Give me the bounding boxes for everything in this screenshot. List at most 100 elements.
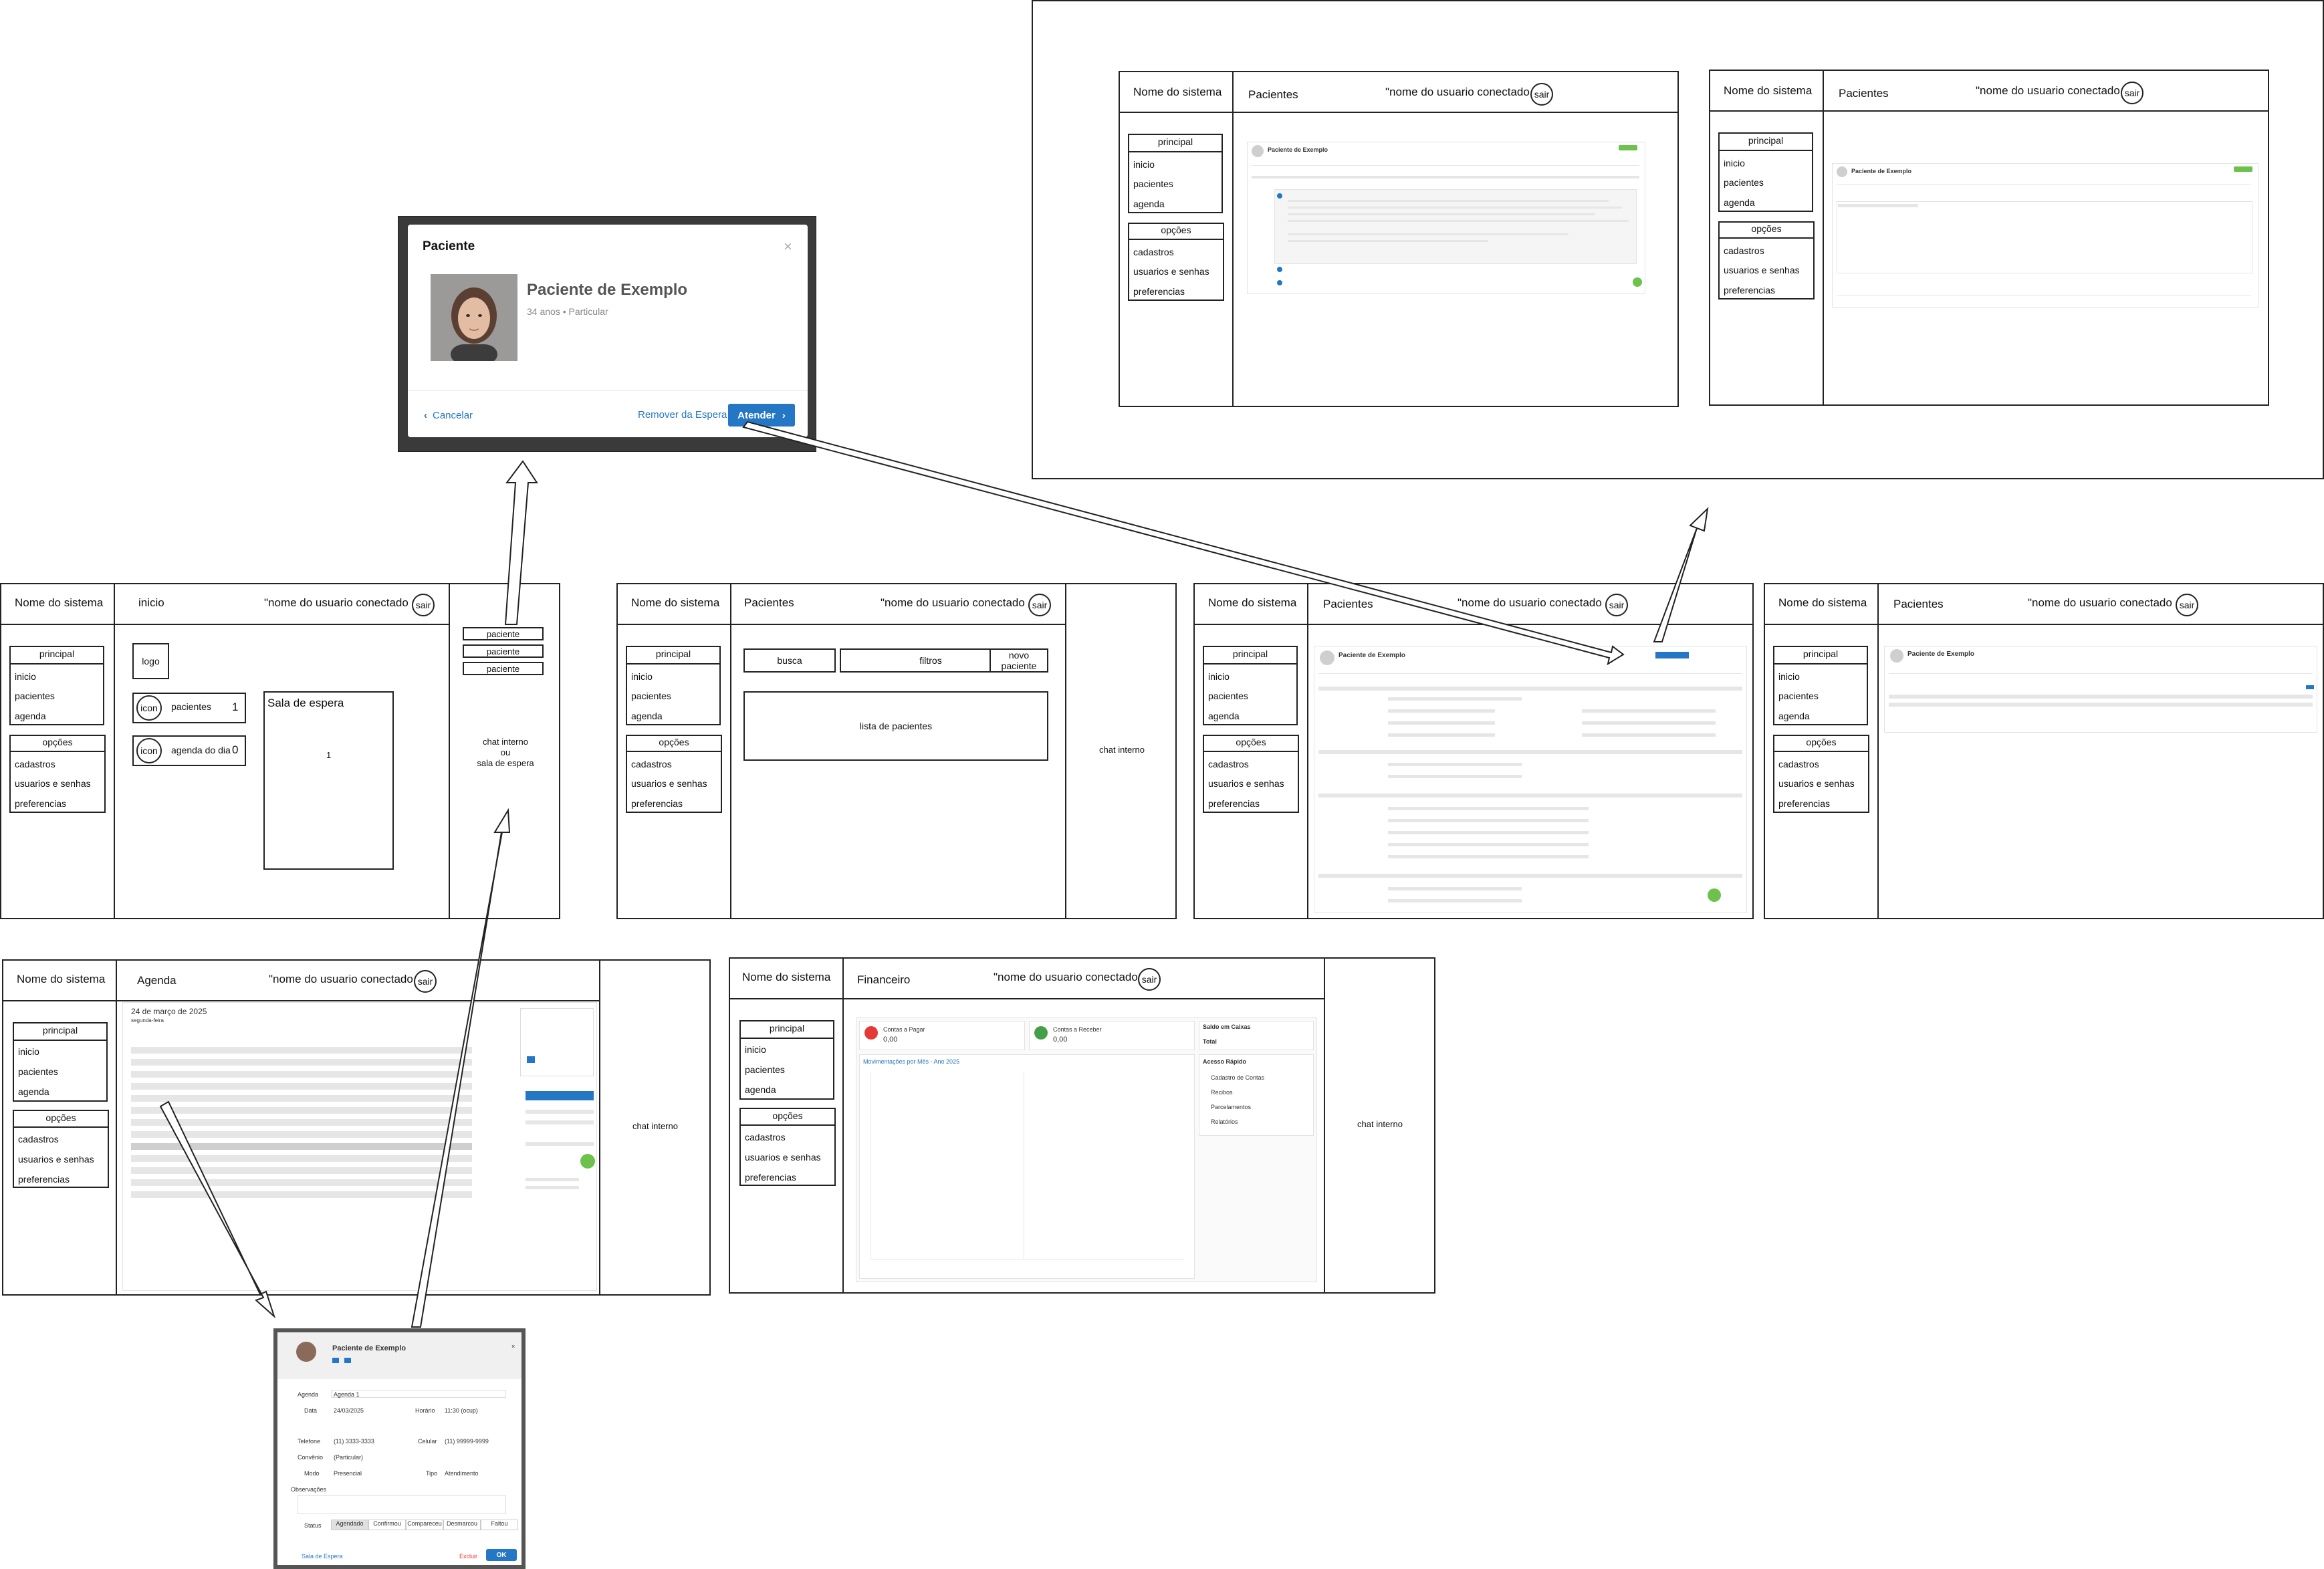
menu-item-usuarios[interactable]: usuarios e senhas [1133,266,1209,277]
menu-item-preferencias[interactable]: preferencias [631,798,683,809]
menu-item-pacientes[interactable]: pacientes [18,1066,58,1077]
menu-item-cadastros[interactable]: cadastros [1133,247,1174,257]
menu-item-agenda[interactable]: agenda [745,1084,776,1095]
value-celular[interactable]: (11) 99999-9999 [445,1438,489,1445]
menu-item-preferencias[interactable]: preferencias [1778,798,1831,809]
value-tipo[interactable]: Atendimento [445,1470,479,1477]
quick-item-2[interactable]: Recibos [1211,1089,1233,1096]
menu-item-agenda[interactable]: agenda [631,711,663,721]
delete-button[interactable]: Excluir [459,1553,478,1560]
menu-item-usuarios[interactable]: usuarios e senhas [15,778,91,789]
menu-item-agenda[interactable]: agenda [1724,197,1755,208]
menu-item-preferencias[interactable]: preferencias [1724,285,1776,295]
patient-avatar [296,1342,316,1362]
menu-opcoes-title: opções [1806,737,1837,747]
quick-item-4[interactable]: Relatórios [1211,1118,1238,1125]
side-patient-1[interactable]: paciente [463,627,544,640]
value-telefone[interactable]: (11) 3333-3333 [334,1438,374,1445]
menu-item-preferencias[interactable]: preferencias [1208,798,1260,809]
side-patient-2[interactable]: paciente [463,644,544,658]
page-title: Pacientes [1893,598,1944,610]
menu-item-inicio[interactable]: inicio [631,671,653,682]
search-box[interactable]: busca [743,648,836,673]
menu-item-inicio[interactable]: inicio [745,1044,766,1055]
value-modo[interactable]: Presencial [334,1470,362,1477]
waiting-room-card[interactable] [263,691,394,870]
menu-item-pacientes[interactable]: pacientes [15,691,55,701]
attend-label: Atender [737,409,776,421]
observations-field[interactable] [298,1495,506,1514]
close-icon[interactable]: × [511,1343,515,1350]
menu-principal [1128,134,1223,213]
menu-item-preferencias[interactable]: preferencias [15,798,67,809]
menu-item-cadastros[interactable]: cadastros [1778,759,1819,769]
waiting-room-link[interactable]: Sala de Espera [302,1553,343,1560]
logout-button[interactable]: sair [1530,83,1553,106]
close-icon[interactable]: × [784,238,792,255]
menu-opcoes-title: opções [45,1112,76,1123]
menu-item-agenda[interactable]: agenda [1778,711,1810,721]
value-data[interactable]: 24/03/2025 [334,1407,364,1414]
menu-item-cadastros[interactable]: cadastros [15,759,55,769]
menu-item-pacientes[interactable]: pacientes [1133,178,1173,189]
menu-item-agenda[interactable]: agenda [1133,199,1165,209]
menu-item-inicio[interactable]: inicio [15,671,36,682]
menu-item-cadastros[interactable]: cadastros [1208,759,1249,769]
value-convenio[interactable]: (Particular) [334,1454,364,1461]
menu-opcoes [9,735,106,813]
menu-item-cadastros[interactable]: cadastros [18,1134,59,1144]
logout-button[interactable]: sair [412,594,435,616]
menu-principal [9,646,104,725]
new-patient-button[interactable]: novo paciente [990,648,1048,673]
value-horario[interactable]: 11:30 (ocup) [445,1407,478,1414]
menu-item-pacientes[interactable]: pacientes [1778,691,1819,701]
page-title: inicio [138,596,164,609]
screen-paciente-detalhe: Nome do sistema Pacientes "nome do usuar… [1193,583,1754,919]
menu-item-usuarios[interactable]: usuarios e senhas [631,778,707,789]
logout-button[interactable]: sair [1138,968,1161,991]
menu-item-cadastros[interactable]: cadastros [1724,245,1764,256]
menu-item-inicio[interactable]: inicio [1208,671,1230,682]
menu-item-preferencias[interactable]: preferencias [1133,286,1185,297]
menu-item-inicio[interactable]: inicio [1778,671,1800,682]
ok-button[interactable]: OK [486,1549,517,1561]
logout-button[interactable]: sair [2121,82,2143,104]
logout-button[interactable]: sair [414,970,437,993]
financeiro-screenshot: Contas a Pagar 0,00 Contas a Receber 0,0… [856,1017,1317,1282]
label-horario: Horário [415,1407,435,1414]
logout-button[interactable]: sair [1028,594,1051,616]
remove-waiting-button[interactable]: Remover da Espera [638,409,727,420]
menu-item-agenda[interactable]: agenda [1208,711,1240,721]
logout-button[interactable]: sair [1605,594,1628,616]
menu-item-pacientes[interactable]: pacientes [1208,691,1248,701]
menu-item-pacientes[interactable]: pacientes [1724,177,1764,188]
menu-opcoes-title: opções [659,737,689,747]
cancel-button[interactable]: ‹ Cancelar [424,406,473,424]
logout-button[interactable]: sair [2176,594,2198,616]
quick-item-3[interactable]: Parcelamentos [1211,1104,1252,1110]
quick-item-1[interactable]: Cadastro de Contas [1211,1074,1265,1081]
menu-item-usuarios[interactable]: usuarios e senhas [745,1152,821,1163]
menu-item-pacientes[interactable]: pacientes [745,1064,785,1075]
status-confirmou[interactable]: Confirmou [368,1520,406,1530]
menu-item-agenda[interactable]: agenda [15,711,46,721]
attend-button[interactable]: Atender › [728,404,795,427]
side-patient-3[interactable]: paciente [463,662,544,675]
menu-item-usuarios[interactable]: usuarios e senhas [1724,265,1800,275]
menu-item-usuarios[interactable]: usuarios e senhas [1778,778,1855,789]
menu-item-agenda[interactable]: agenda [18,1086,49,1097]
status-faltou[interactable]: Faltou [481,1520,518,1530]
status-desmarcou[interactable]: Desmarcou [443,1520,481,1530]
status-compareceu[interactable]: Compareceu [406,1520,443,1530]
menu-item-usuarios[interactable]: usuarios e senhas [18,1154,94,1165]
menu-item-pacientes[interactable]: pacientes [631,691,671,701]
menu-item-preferencias[interactable]: preferencias [18,1174,70,1185]
menu-item-inicio[interactable]: inicio [18,1046,39,1057]
menu-item-inicio[interactable]: inicio [1133,159,1155,170]
menu-item-cadastros[interactable]: cadastros [631,759,672,769]
menu-item-inicio[interactable]: inicio [1724,158,1745,168]
status-agendado[interactable]: Agendado [331,1520,368,1530]
menu-item-preferencias[interactable]: preferencias [745,1172,797,1183]
menu-item-cadastros[interactable]: cadastros [745,1132,786,1142]
menu-item-usuarios[interactable]: usuarios e senhas [1208,778,1284,789]
